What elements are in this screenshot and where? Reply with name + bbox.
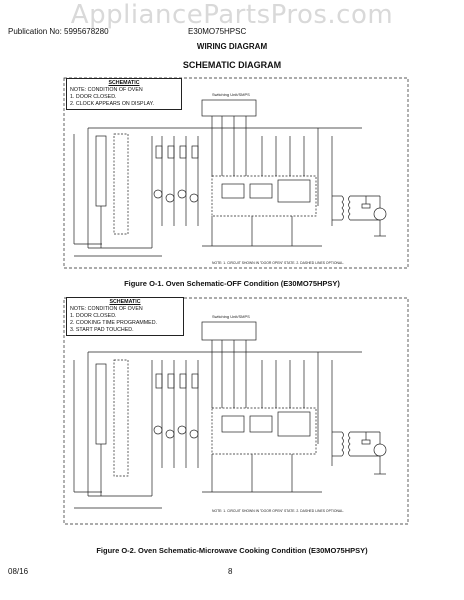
schematic-diagram-2: Switching Unit/SMPS NOTE: 1. CIRCUIT SHO… (63, 297, 409, 525)
note-line: 3. START PAD TOUCHED. (70, 327, 134, 333)
note-line: 1. DOOR CLOSED. (70, 313, 117, 319)
diagram-title: SCHEMATIC DIAGRAM (182, 60, 282, 70)
note-line: NOTE: CONDITION OF OVEN (70, 306, 143, 312)
svg-text:NOTE: 1. CIRCUIT SHOWN IN "DOO: NOTE: 1. CIRCUIT SHOWN IN "DOOR OPEN" ST… (212, 261, 344, 265)
figure-caption-1: Figure O-1. Oven Schematic-OFF Condition… (124, 279, 340, 288)
note-line: NOTE: CONDITION OF OVEN (70, 87, 143, 93)
page-number: 8 (228, 567, 233, 576)
watermark: AppliancePartsPros.com (70, 0, 394, 30)
schematic-diagram-1: Switching Unit/SMPS NOTE: 1. CIRCUIT SHO… (63, 77, 409, 269)
schematic-note-2: SCHEMATIC NOTE: CONDITION OF OVEN 1. DOO… (66, 297, 184, 336)
publication-number: Publication No: 5995678280 (8, 27, 109, 36)
figure-caption-2: Figure O-2. Oven Schematic-Microwave Coo… (96, 546, 368, 555)
note-line: 1. DOOR CLOSED. (70, 94, 117, 100)
schematic-note-1: SCHEMATIC NOTE: CONDITION OF OVEN 1. DOO… (66, 78, 182, 110)
note-title: SCHEMATIC (108, 80, 140, 86)
switching-unit-label: Switching Unit/SMPS (212, 92, 250, 97)
footer-date: 08/16 (8, 567, 29, 576)
switching-unit-label: Switching Unit/SMPS (212, 314, 250, 319)
note-line: 2. CLOCK APPEARS ON DISPLAY. (70, 101, 154, 107)
svg-text:NOTE: 1. CIRCUIT SHOWN IN "DOO: NOTE: 1. CIRCUIT SHOWN IN "DOOR OPEN" ST… (212, 509, 344, 513)
note-line: 2. COOKING TIME PROGRAMMED. (70, 320, 158, 326)
section-title: WIRING DIAGRAM (196, 42, 268, 51)
note-title: SCHEMATIC (109, 299, 141, 305)
model-number: E30MO75HPSC (188, 27, 247, 36)
